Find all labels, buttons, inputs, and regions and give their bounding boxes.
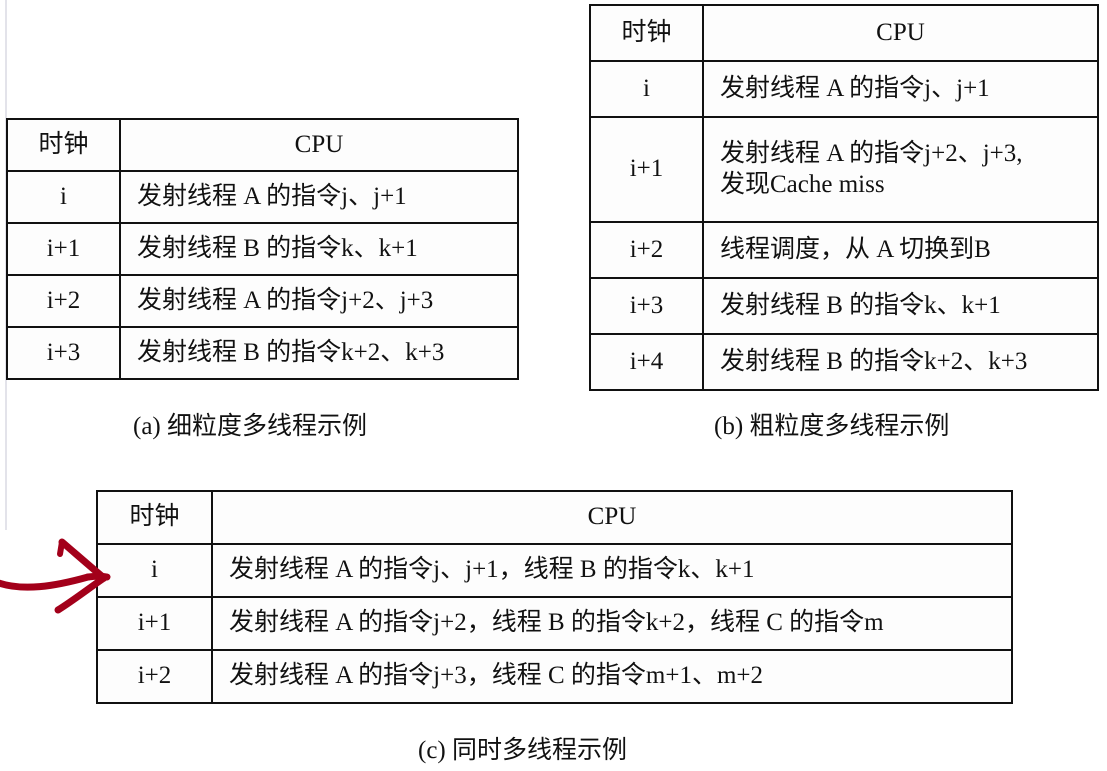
table-row: i+2 发射线程 A 的指令j+3，线程 C 的指令m+1、m+2 [96,649,1013,704]
cell-cpu: 发射线程 B 的指令k、k+1 [702,277,1099,335]
table-row: i+1 发射线程 A 的指令j+2，线程 B 的指令k+2，线程 C 的指令m [96,596,1013,651]
table-row: i+1 发射线程 A 的指令j+2、j+3, 发现Cache miss [589,116,1099,223]
table-row: i+1 发射线程 B 的指令k、k+1 [6,222,519,276]
cell-cpu: 发射线程 A 的指令j+2、j+3 [119,274,519,328]
cell-cpu: 发射线程 A 的指令j、j+1 [119,170,519,224]
table-row: i 发射线程 A 的指令j、j+1 [589,60,1099,118]
cell-clock: i+3 [6,326,121,380]
cell-clock: i+2 [6,274,121,328]
table-row: i+4 发射线程 B 的指令k+2、k+3 [589,333,1099,391]
coarse-grained-multithreading-table: 时钟 CPU i 发射线程 A 的指令j、j+1 i+1 发射线程 A 的指令j… [589,4,1099,391]
column-header-cpu: CPU [211,490,1013,545]
column-header-clock: 时钟 [6,118,121,172]
cell-clock: i+1 [6,222,121,276]
cell-clock: i+4 [589,333,704,391]
cell-cpu: 发射线程 A 的指令j+3，线程 C 的指令m+1、m+2 [211,649,1013,704]
cell-cpu: 发射线程 B 的指令k、k+1 [119,222,519,276]
column-header-clock: 时钟 [589,4,704,62]
caption-table-a: (a) 细粒度多线程示例 [133,413,367,440]
table-row: i 发射线程 A 的指令j、j+1 [6,170,519,224]
cell-clock: i+1 [589,116,704,223]
cell-clock: i+1 [96,596,213,651]
caption-table-b: (b) 粗粒度多线程示例 [714,413,950,440]
table-row: i+3 发射线程 B 的指令k+2、k+3 [6,326,519,380]
column-header-clock: 时钟 [96,490,213,545]
fine-grained-multithreading-table: 时钟 CPU i 发射线程 A 的指令j、j+1 i+1 发射线程 B 的指令k… [6,118,519,380]
caption-table-c: (c) 同时多线程示例 [418,737,627,764]
table-row: i+2 发射线程 A 的指令j+2、j+3 [6,274,519,328]
cell-cpu: 发射线程 A 的指令j+2、j+3, 发现Cache miss [702,116,1099,223]
table-row: i+2 线程调度，从 A 切换到B [589,221,1099,279]
table-header-row: 时钟 CPU [589,4,1099,62]
cell-cpu: 发射线程 B 的指令k+2、k+3 [702,333,1099,391]
column-header-cpu: CPU [702,4,1099,62]
cell-cpu: 线程调度，从 A 切换到B [702,221,1099,279]
cell-cpu: 发射线程 A 的指令j、j+1 [702,60,1099,118]
cell-cpu: 发射线程 A 的指令j、j+1，线程 B 的指令k、k+1 [211,543,1013,598]
cell-clock: i+2 [589,221,704,279]
cell-clock: i [96,543,213,598]
cell-clock: i [6,170,121,224]
table-header-row: 时钟 CPU [6,118,519,172]
cell-clock: i+3 [589,277,704,335]
simultaneous-multithreading-table: 时钟 CPU i 发射线程 A 的指令j、j+1，线程 B 的指令k、k+1 i… [96,490,1013,704]
table-header-row: 时钟 CPU [96,490,1013,545]
cell-cpu: 发射线程 A 的指令j+2，线程 B 的指令k+2，线程 C 的指令m [211,596,1013,651]
table-row: i+3 发射线程 B 的指令k、k+1 [589,277,1099,335]
column-header-cpu: CPU [119,118,519,172]
table-row: i 发射线程 A 的指令j、j+1，线程 B 的指令k、k+1 [96,543,1013,598]
cell-clock: i [589,60,704,118]
cell-cpu: 发射线程 B 的指令k+2、k+3 [119,326,519,380]
cell-clock: i+2 [96,649,213,704]
